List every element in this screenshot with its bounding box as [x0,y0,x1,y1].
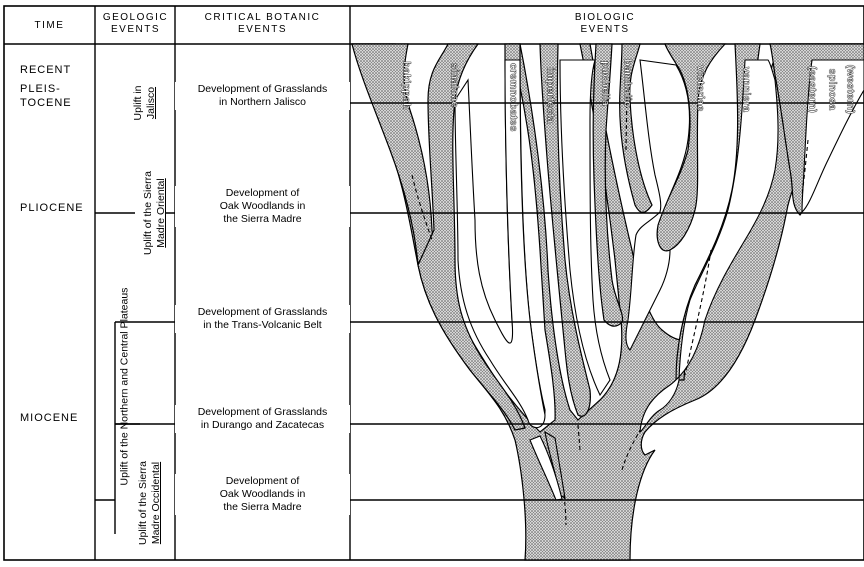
header-geologic: GEOLOGIC EVENTS [98,12,173,36]
header-biologic: BIOLOGIC EVENTS [560,12,650,36]
epoch-recent: RECENT [20,63,71,77]
taxon-western: (western) [845,60,856,120]
geologic-plateaus: Uplift of the Northern and Central Plate… [119,272,132,502]
taxon-spinosa: spinosa [827,60,838,120]
geologic-oriental: Uplift of the Sierra Madre Oriental [142,158,168,268]
taxon-imperfecta: imperfecta [545,61,556,131]
epoch-miocene: MIOCENE [20,411,78,425]
taxon-puchella: puchella [600,57,611,111]
taxon-sinaloae: sinaloae [449,56,460,116]
epoch-pliocene: PLIOCENE [20,201,84,215]
taxon-eastern: (eastern) [807,60,818,120]
geologic-occidental: Uplift of the Sierra Madre Occidental [137,448,163,558]
taxon-bambalio: bambalio [622,57,633,111]
taxon-vanniera: vanniera [741,60,752,120]
epoch-pleistocene: PLEIS- TOCENE [20,82,70,110]
taxon-cremnobates: cremnobates [508,63,519,133]
header-botanic: CRITICAL BOTANIC EVENTS [200,12,325,36]
branch-hakippah [352,44,432,265]
taxon-hakippah: hakippah [401,56,412,116]
geologic-jalisco: Uplift in Jalisco [132,73,158,133]
header-time: TIME [4,20,95,32]
phylogeny-tree [352,44,864,560]
taxon-victoriae: victoriae [695,59,706,119]
